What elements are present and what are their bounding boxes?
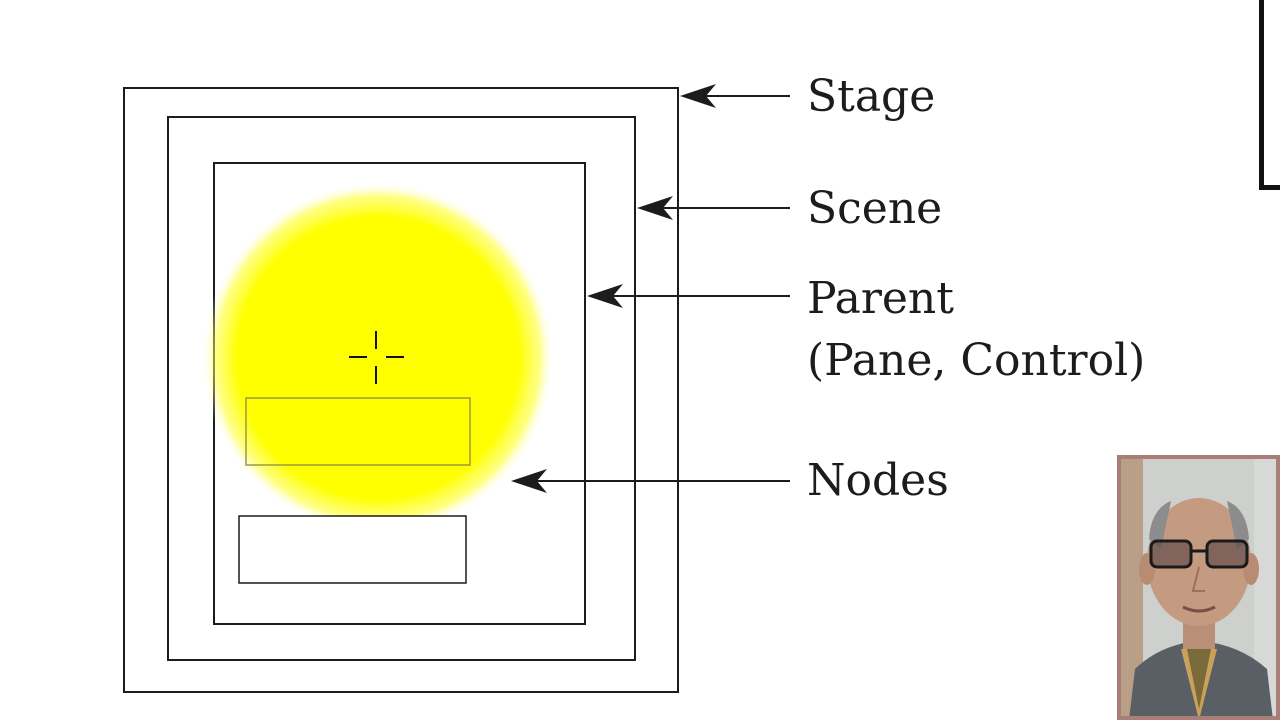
parent-sublabel: (Pane, Control) (807, 335, 1146, 386)
webcam-overlay (1117, 455, 1280, 720)
scene-box (167, 116, 636, 661)
arrow-left-icon (587, 284, 790, 308)
arrow-left-icon (511, 469, 790, 493)
arrow-left-icon (680, 84, 790, 108)
stage-label: Stage (807, 71, 936, 122)
parent-label: Parent (807, 273, 954, 324)
nodes-label: Nodes (807, 455, 949, 506)
crosshair-icon (349, 331, 404, 384)
node-rect-highlighted (245, 397, 471, 466)
arrow-left-icon (637, 196, 790, 220)
offscreen-box-edge (1259, 0, 1280, 190)
node-circle (202, 182, 554, 534)
scene-label: Scene (807, 183, 943, 234)
presenter-video (1121, 459, 1276, 716)
node-rect-plain (238, 515, 467, 584)
stage-box (123, 87, 679, 693)
